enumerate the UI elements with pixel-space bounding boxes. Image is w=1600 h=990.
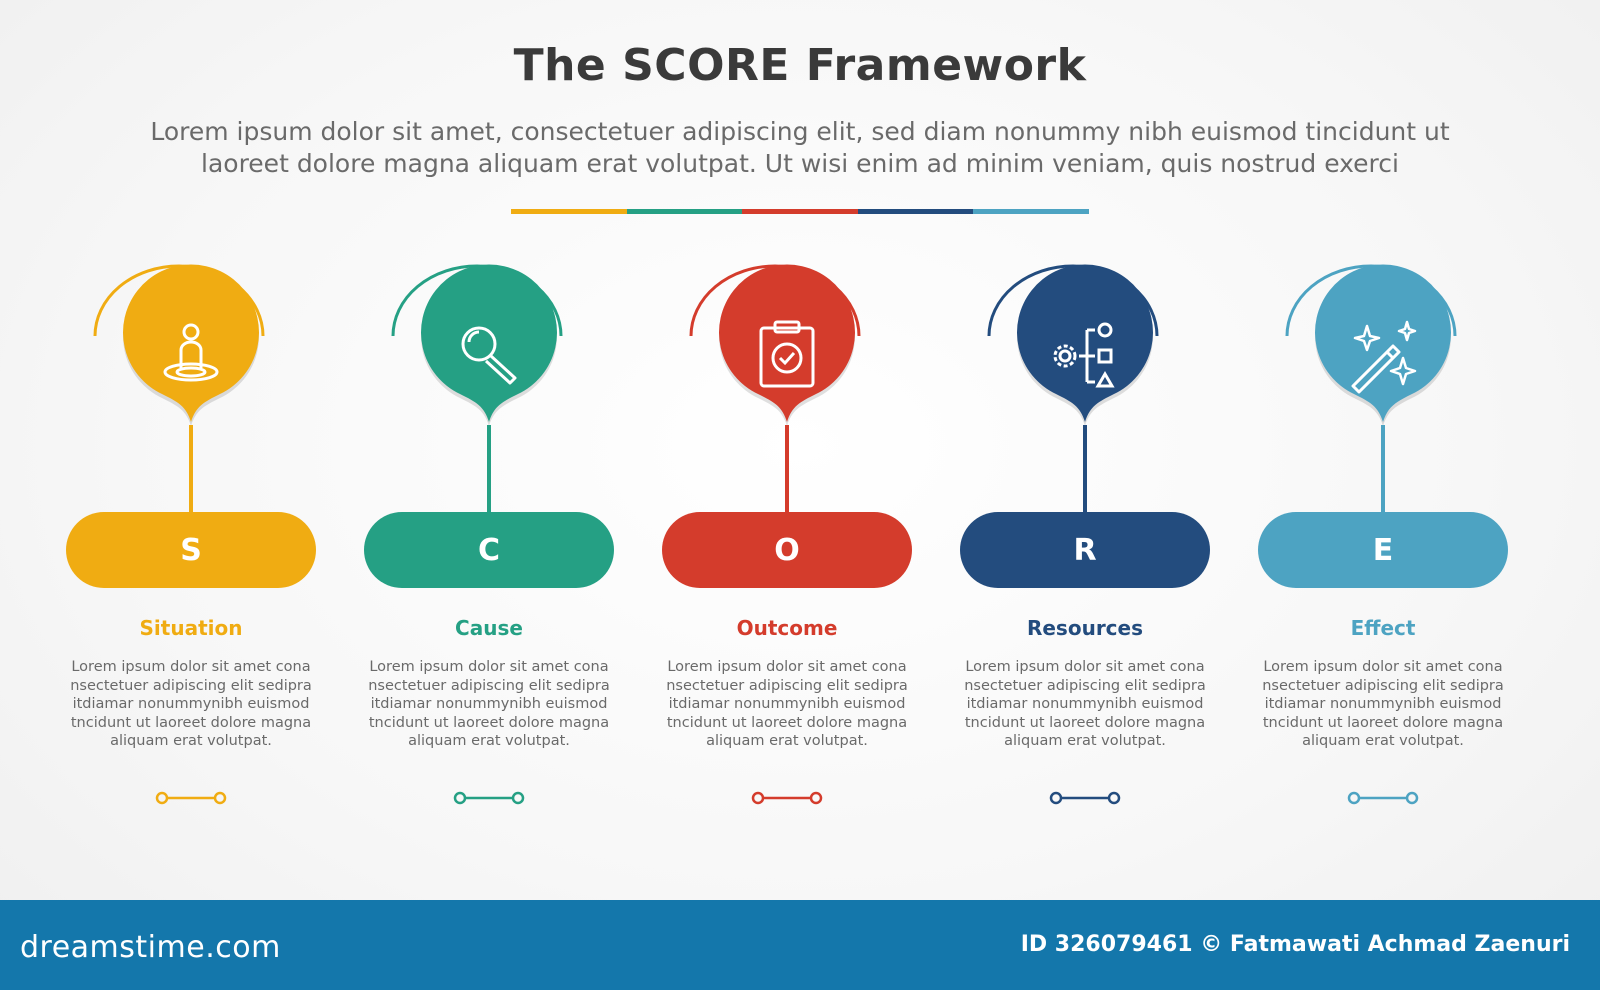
subtitle-line-1: Lorem ipsum dolor sit amet, consectetuer… xyxy=(150,117,1450,146)
location-pin xyxy=(1315,264,1451,426)
description-line: nsectetuer adipiscing elit sedipra xyxy=(1262,677,1504,694)
step-description: Lorem ipsum dolor sit amet cona nsectetue… xyxy=(954,658,1216,751)
subtitle-line-2: laoreet dolore magna aliquam erat volutp… xyxy=(201,149,1399,178)
description-line: itdiamar nonummynibh euismod xyxy=(370,696,608,712)
step-description: Lorem ipsum dolor sit amet cona nsectetue… xyxy=(1252,658,1514,751)
description-line: aliquam erat volutpat. xyxy=(706,733,868,749)
pin-stem xyxy=(1381,425,1385,515)
magic-wand-icon xyxy=(1351,320,1417,394)
dot-connector xyxy=(155,791,227,805)
step-description: Lorem ipsum dolor sit amet cona nsectetue… xyxy=(358,658,620,751)
description-line: itdiamar nonummynibh euismod xyxy=(72,696,310,712)
footer-credit: ID 326079461 © Fatmawati Achmad Zaenuri xyxy=(1020,932,1570,957)
description-line: tncidunt ut laoreet dolore magna xyxy=(964,714,1206,731)
pin-stem xyxy=(189,425,193,515)
description-line: nsectetuer adipiscing elit sedipra xyxy=(368,677,610,694)
person-standing-icon xyxy=(163,323,219,382)
step-label: Situation xyxy=(139,616,243,640)
color-divider xyxy=(511,209,1089,214)
location-pin xyxy=(421,264,557,426)
dot-connector xyxy=(751,791,823,805)
pill-letter: E xyxy=(1372,532,1394,568)
page-subtitle: Lorem ipsum dolor sit amet, consectetuer… xyxy=(110,116,1490,180)
dot-connector xyxy=(453,791,525,805)
pin-stem xyxy=(1083,425,1087,515)
location-pin xyxy=(123,264,259,426)
description-line: nsectetuer adipiscing elit sedipra xyxy=(666,677,908,694)
divider-segment xyxy=(511,209,627,214)
description-line: itdiamar nonummynibh euismod xyxy=(1264,696,1502,712)
step-label: Cause xyxy=(455,616,523,640)
description-line: tncidunt ut laoreet dolore magna xyxy=(368,714,610,731)
description-line: Lorem ipsum dolor sit amet cona xyxy=(667,659,907,675)
pill-letter: S xyxy=(180,532,202,568)
magnifier-icon xyxy=(461,326,517,385)
description-line: aliquam erat volutpat. xyxy=(1302,733,1464,749)
description-line: aliquam erat volutpat. xyxy=(1004,733,1166,749)
divider-segment xyxy=(742,209,858,214)
page-title: The SCORE Framework xyxy=(513,40,1087,91)
pill-letter: R xyxy=(1073,532,1097,568)
description-line: Lorem ipsum dolor sit amet cona xyxy=(369,659,609,675)
step-description: Lorem ipsum dolor sit amet cona nsectetue… xyxy=(60,658,322,751)
dot-connector xyxy=(1049,791,1121,805)
step-label: Outcome xyxy=(736,616,838,640)
description-line: tncidunt ut laoreet dolore magna xyxy=(666,714,908,731)
pill-letter: O xyxy=(774,532,800,568)
description-line: tncidunt ut laoreet dolore magna xyxy=(1262,714,1504,731)
description-line: itdiamar nonummynibh euismod xyxy=(668,696,906,712)
divider-segment xyxy=(857,209,974,214)
pin-stem xyxy=(785,425,789,515)
description-line: aliquam erat volutpat. xyxy=(110,733,272,749)
letter-pill: O xyxy=(662,512,912,588)
letter-pill: S xyxy=(66,512,316,588)
divider-segment xyxy=(973,209,1089,214)
description-line: tncidunt ut laoreet dolore magna xyxy=(70,714,312,731)
dot-connector xyxy=(1347,791,1419,805)
step-label: Resources xyxy=(1026,616,1144,640)
letter-pill: R xyxy=(960,512,1210,588)
description-line: Lorem ipsum dolor sit amet cona xyxy=(71,659,311,675)
clipboard-check-icon xyxy=(759,320,815,388)
pin-stem xyxy=(487,425,491,515)
description-line: aliquam erat volutpat. xyxy=(408,733,570,749)
pill-letter: C xyxy=(477,532,501,568)
description-line: itdiamar nonummynibh euismod xyxy=(966,696,1204,712)
step-label: Effect xyxy=(1350,616,1416,640)
location-pin xyxy=(1017,264,1153,426)
description-line: Lorem ipsum dolor sit amet cona xyxy=(1263,659,1503,675)
description-line: nsectetuer adipiscing elit sedipra xyxy=(70,677,312,694)
footer-logo: dreamstime.com xyxy=(20,930,281,965)
letter-pill: E xyxy=(1258,512,1508,588)
step-description: Lorem ipsum dolor sit amet cona nsectetue… xyxy=(656,658,918,751)
description-line: nsectetuer adipiscing elit sedipra xyxy=(964,677,1206,694)
divider-segment xyxy=(626,209,743,214)
description-line: Lorem ipsum dolor sit amet cona xyxy=(965,659,1205,675)
letter-pill: C xyxy=(364,512,614,588)
gear-flowchart-icon xyxy=(1053,322,1115,388)
footer-bar: dreamstime.com ID 326079461 © Fatmawati … xyxy=(0,900,1600,990)
